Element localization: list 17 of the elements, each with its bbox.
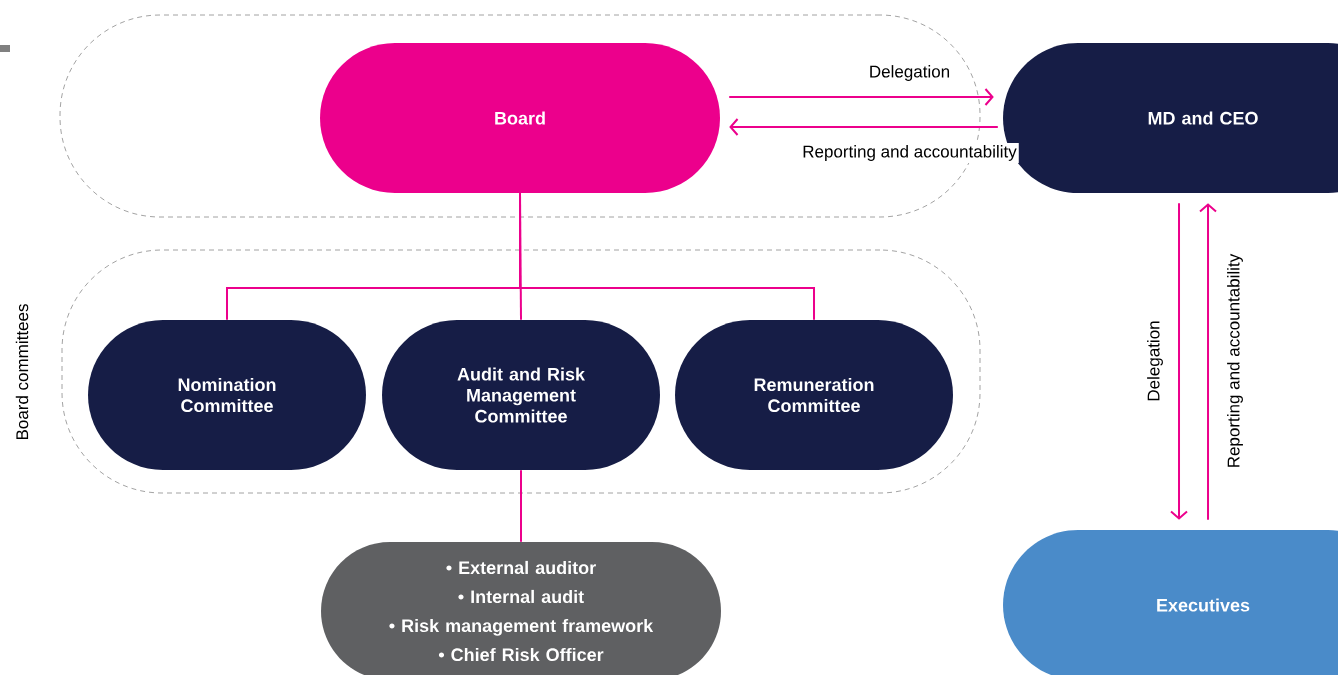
connector [520,469,522,543]
rounded-box: • External auditor • Internal audit • Risk management framework • Chief Risk Officer [321,542,721,675]
heading: Board committees [15,304,29,440]
rounded-box: Board [320,43,720,193]
edge-label: Reporting and accountability [1227,253,1243,467]
edge-label: Delegation [1147,321,1163,401]
connector [728,88,994,106]
edge-label: Reporting and accountability [800,143,1019,163]
connector [519,192,815,321]
connector [729,118,999,136]
edge-label: Delegation [866,63,953,83]
connector [1199,203,1217,521]
connector [1170,202,1188,520]
rounded-box: Executives [1003,530,1338,675]
rounded-box: Audit and Risk Management Committee [382,320,660,470]
rounded-box: Remuneration Committee [675,320,953,470]
rounded-box: Nomination Committee [88,320,366,470]
